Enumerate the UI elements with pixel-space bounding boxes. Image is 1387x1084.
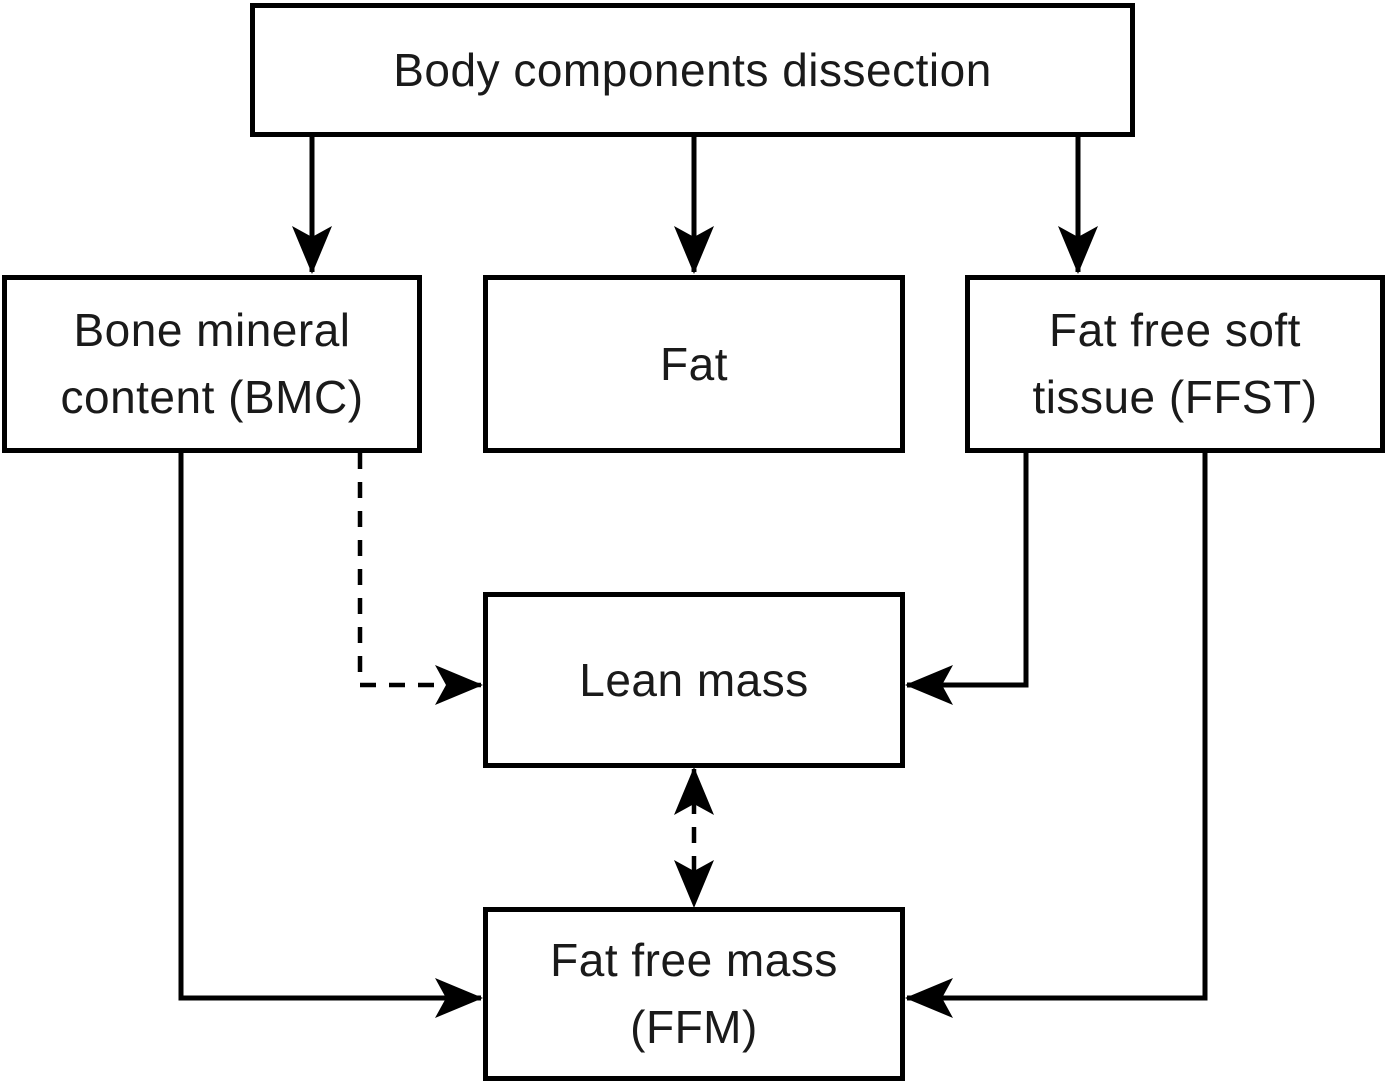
node-body-components-dissection-label: Body components dissection xyxy=(393,43,992,96)
node-fat-free-mass: Fat free mass (FFM) xyxy=(483,907,905,1081)
node-lean-mass: Lean mass xyxy=(483,592,905,768)
node-fat: Fat xyxy=(483,275,905,453)
node-body-components-dissection: Body components dissection xyxy=(250,3,1135,137)
node-fat-free-soft-tissue-label: Fat free soft tissue (FFST) xyxy=(1032,304,1318,423)
edge-bmc-to-lean-mass xyxy=(357,453,483,705)
node-bone-mineral-content: Bone mineral content (BMC) xyxy=(2,275,422,453)
node-bone-mineral-content-label: Bone mineral content (BMC) xyxy=(60,304,364,423)
edge-bmc-to-ffm xyxy=(178,453,483,1018)
edge-ffst-to-ffm xyxy=(905,453,1208,1018)
node-lean-mass-label: Lean mass xyxy=(579,653,809,706)
edge-ffst-to-lean-mass xyxy=(905,453,1029,705)
node-fat-free-mass-label: Fat free mass (FFM) xyxy=(550,934,838,1053)
node-fat-label: Fat xyxy=(660,337,728,390)
node-fat-free-soft-tissue: Fat free soft tissue (FFST) xyxy=(965,275,1385,453)
